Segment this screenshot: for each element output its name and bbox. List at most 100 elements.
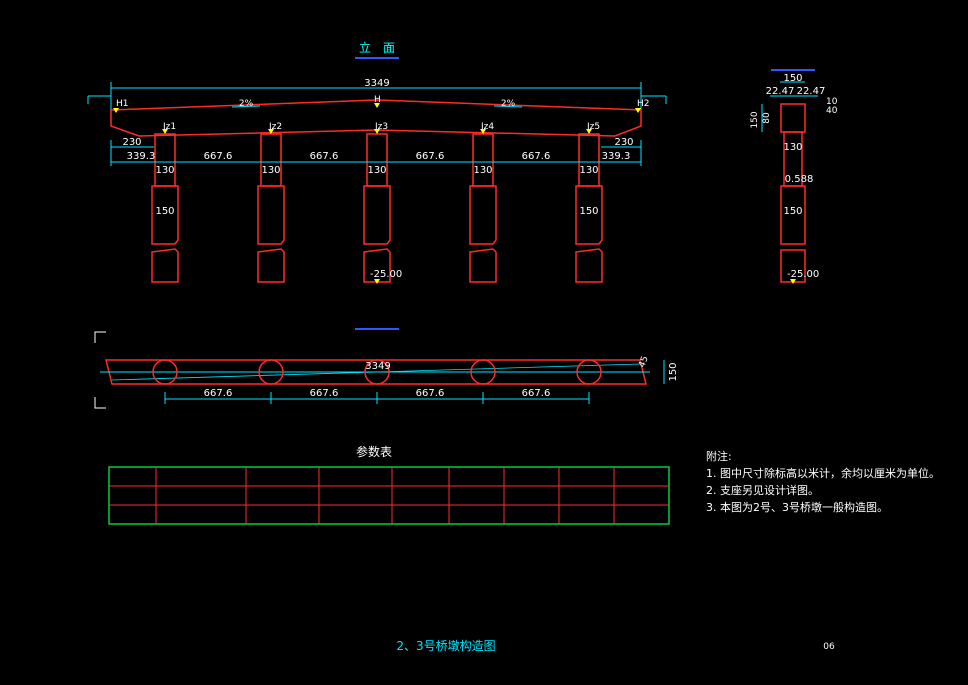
plan-view: 3349 45 150 667.6 667.6 667.6 667.6 <box>94 328 679 409</box>
pile-bottom-elev-label: -25.00 <box>370 269 402 280</box>
pier-3: Iz3 130 <box>363 122 391 283</box>
pile-upper <box>257 185 285 245</box>
side-column-width-label: 130 <box>783 142 802 153</box>
pile-lower <box>363 248 391 283</box>
plan-pile-5 <box>576 359 602 385</box>
column-width-label: 130 <box>367 165 386 176</box>
pier-2: Iz2 130 <box>257 122 285 283</box>
pile-lower <box>257 248 285 283</box>
pile-upper <box>363 185 391 245</box>
spacing-label-4: 667.6 <box>522 151 551 162</box>
side-left-offset-label: 22.47 <box>766 86 795 97</box>
plan-total-length-label: 3349 <box>365 361 390 372</box>
spacing-label-5: 339.3 <box>602 151 631 162</box>
side-cap-beam <box>780 103 806 133</box>
note-item-2: 2. 支座另见设计详图。 <box>706 483 819 497</box>
pier-label: Iz2 <box>269 122 282 132</box>
column-width-label: 130 <box>261 165 280 176</box>
spacing-label-3: 667.6 <box>416 151 445 162</box>
pier-column <box>260 133 282 187</box>
marker-h-icon <box>374 103 380 108</box>
pier-label: Iz4 <box>481 122 494 132</box>
side-pile-upper <box>780 185 806 245</box>
pier-group: Iz1 130 150 Iz2 130 Iz3 130 Iz4 130 Iz5 130 150 <box>151 122 603 283</box>
pier-marker-icon <box>162 129 168 134</box>
pier-label: Iz1 <box>163 122 176 132</box>
spacing-label-1: 667.6 <box>204 151 233 162</box>
left-offset-label: 230 <box>122 137 141 148</box>
note-item-1: 1. 图中尺寸除标高以米计，余均以厘米为单位。 <box>706 466 940 480</box>
plan-spacing-dim-lines <box>164 392 590 404</box>
column-width-label: 130 <box>579 165 598 176</box>
notes-heading: 附注: <box>706 449 732 463</box>
plan-width-label: 150 <box>668 362 679 381</box>
overall-length-label: 3349 <box>364 78 389 89</box>
side-cap-inner-label: 80 <box>762 112 772 124</box>
plan-spacing-label-3: 667.6 <box>522 388 551 399</box>
spacing-label-2: 667.6 <box>310 151 339 162</box>
marker-h1-label: H1 <box>116 99 129 109</box>
elevation-view: 立 面 3349 2% 2% H1 H H2 Iz1 <box>87 40 667 284</box>
elevation-markers: H1 H H2 <box>113 95 650 113</box>
plan-pile-group <box>152 359 602 385</box>
side-small-dim-b: 40 <box>826 106 838 116</box>
column-width-label: 130 <box>473 165 492 176</box>
cap-beam <box>110 99 642 137</box>
slope-left-arrow <box>231 105 261 108</box>
side-small-dim-a: 10 <box>826 97 838 107</box>
pile-bottom-marker-icon <box>374 279 380 284</box>
marker-h2-label: H2 <box>637 99 650 109</box>
pier-1: Iz1 130 150 <box>151 122 179 283</box>
plan-spacing-label-2: 667.6 <box>416 388 445 399</box>
parameter-table: 参数表 <box>108 444 670 525</box>
param-table-grid <box>109 467 669 524</box>
spacing-label-0: 339.3 <box>127 151 156 162</box>
pier-label: Iz5 <box>587 122 600 132</box>
pier-label: Iz3 <box>375 122 388 132</box>
plan-pile-2 <box>258 359 284 385</box>
pier-column <box>472 133 494 187</box>
marker-h-label: H <box>374 95 381 105</box>
pier-marker-icon <box>586 129 592 134</box>
elevation-title: 立 面 <box>359 40 395 55</box>
plan-corner-marks <box>94 331 106 409</box>
plan-spacing-label-0: 667.6 <box>204 388 233 399</box>
side-pile-bottom-elev-label: -25.00 <box>787 269 819 280</box>
plan-spacing-label-1: 667.6 <box>310 388 339 399</box>
note-item-3: 3. 本图为2号、3号桥墩一般构造图。 <box>706 500 888 514</box>
side-pile-diameter-label: 150 <box>783 206 802 217</box>
pier-4: Iz4 130 <box>469 122 497 283</box>
plan-diagonal <box>111 363 641 381</box>
pier-column <box>578 133 600 187</box>
plan-pile-4 <box>470 359 496 385</box>
side-slope-label: 0.588 <box>785 174 814 185</box>
pile-lower <box>469 248 497 283</box>
marker-h1-icon <box>113 108 119 113</box>
spacing-dimension-lines <box>110 140 642 166</box>
side-view: 150 22.47 22.47 10 40 150 80 130 0.588 1… <box>750 69 838 284</box>
drawing-title: 2、3号桥墩构造图 <box>396 638 495 653</box>
pier-5: Iz5 130 150 <box>575 122 603 283</box>
sheet-number: 06 <box>823 642 835 652</box>
pile-diameter-label: 150 <box>155 206 174 217</box>
right-offset-label: 230 <box>614 137 633 148</box>
pier-column <box>366 133 388 187</box>
overall-dimension-line <box>87 82 667 110</box>
side-right-offset-label: 22.47 <box>797 86 826 97</box>
slope-right-arrow <box>493 105 523 108</box>
pier-marker-icon <box>480 129 486 134</box>
plan-cap-outline <box>105 359 647 385</box>
plan-pile-1 <box>152 359 178 385</box>
slope-left-label: 2% <box>239 99 254 109</box>
pier-marker-icon <box>268 129 274 134</box>
slope-right-label: 2% <box>501 99 516 109</box>
pile-upper <box>151 185 179 245</box>
param-table-title: 参数表 <box>356 444 392 459</box>
pier-marker-icon <box>374 129 380 134</box>
column-width-label: 130 <box>155 165 174 176</box>
plan-pile-3 <box>364 359 390 385</box>
pile-diameter-label: 150 <box>579 206 598 217</box>
side-top-width-label: 150 <box>783 73 802 84</box>
side-cap-height-label: 150 <box>750 111 760 128</box>
